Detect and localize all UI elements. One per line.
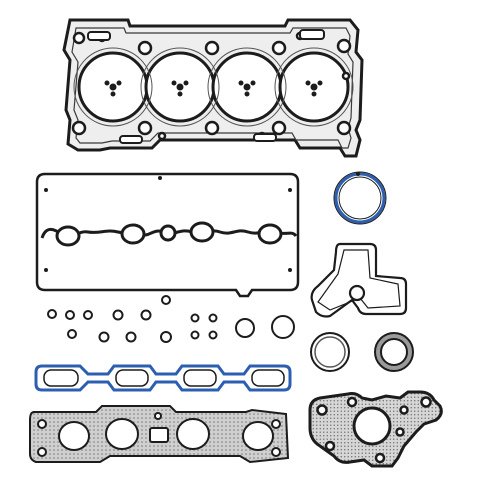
- small-o-rings: [47, 295, 295, 343]
- cylinder-bores: [77, 51, 350, 123]
- valve-cover-gasket: [35, 172, 300, 298]
- crankshaft-seal: [310, 332, 350, 372]
- exhaust-manifold-gasket: [29, 405, 290, 464]
- timing-cover-gasket: [310, 242, 408, 318]
- camshaft-seal: [374, 332, 414, 372]
- intake-manifold-gasket: [34, 364, 292, 392]
- water-pump-gasket: [308, 390, 443, 468]
- round-blue-seal: [333, 171, 387, 225]
- cylinder-head-gasket: [62, 18, 364, 158]
